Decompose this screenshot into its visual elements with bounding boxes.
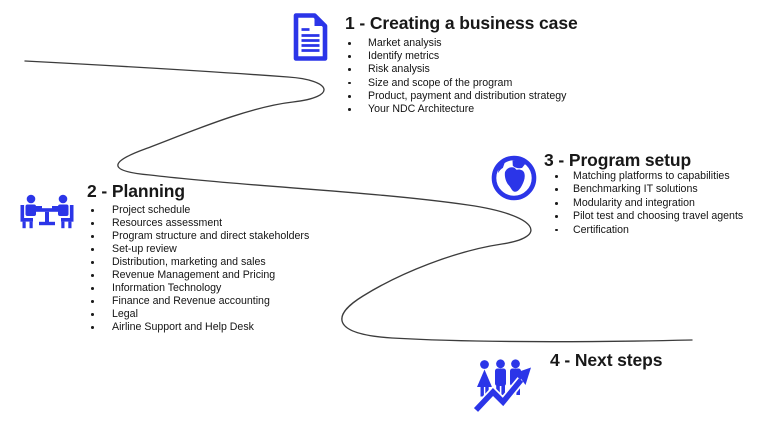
bullet-item: Modularity and integration: [553, 197, 743, 210]
bullet-item: Airline Support and Help Desk: [89, 321, 309, 334]
people-growth-icon: [474, 359, 532, 417]
bullet-item: Identify metrics: [346, 50, 566, 63]
bullet-item: Benchmarking IT solutions: [553, 183, 743, 196]
bullet-item: Resources assessment: [89, 217, 309, 230]
step-2-title: 2 - Planning: [87, 181, 185, 201]
bullet-item: Information Technology: [89, 282, 309, 295]
bullet-item: Legal: [89, 308, 309, 321]
bullet-item: Market analysis: [346, 37, 566, 50]
step-1-title: 1 - Creating a business case: [345, 13, 578, 33]
bullet-item: Matching platforms to capabilities: [553, 170, 743, 183]
bullet-item: Product, payment and distribution strate…: [346, 90, 566, 103]
bullet-item: Distribution, marketing and sales: [89, 256, 309, 269]
bullet-item: Risk analysis: [346, 63, 566, 76]
step-3-title: 3 - Program setup: [544, 150, 692, 170]
bullet-item: Your NDC Architecture: [346, 103, 566, 116]
document-icon: [292, 13, 329, 61]
bullet-item: Certification: [553, 224, 743, 237]
bullet-item: Program structure and direct stakeholder…: [89, 230, 309, 243]
bullet-item: Size and scope of the program: [346, 77, 566, 90]
globe-icon: [491, 153, 537, 203]
meeting-icon: [19, 194, 75, 234]
step-4-title: 4 - Next steps: [550, 350, 663, 370]
bullet-item: Finance and Revenue accounting: [89, 295, 309, 308]
bullet-item: Set-up review: [89, 243, 309, 256]
bullet-item: Revenue Management and Pricing: [89, 269, 309, 282]
bullet-item: Pilot test and choosing travel agents: [553, 210, 743, 223]
bullet-item: Project schedule: [89, 204, 309, 217]
